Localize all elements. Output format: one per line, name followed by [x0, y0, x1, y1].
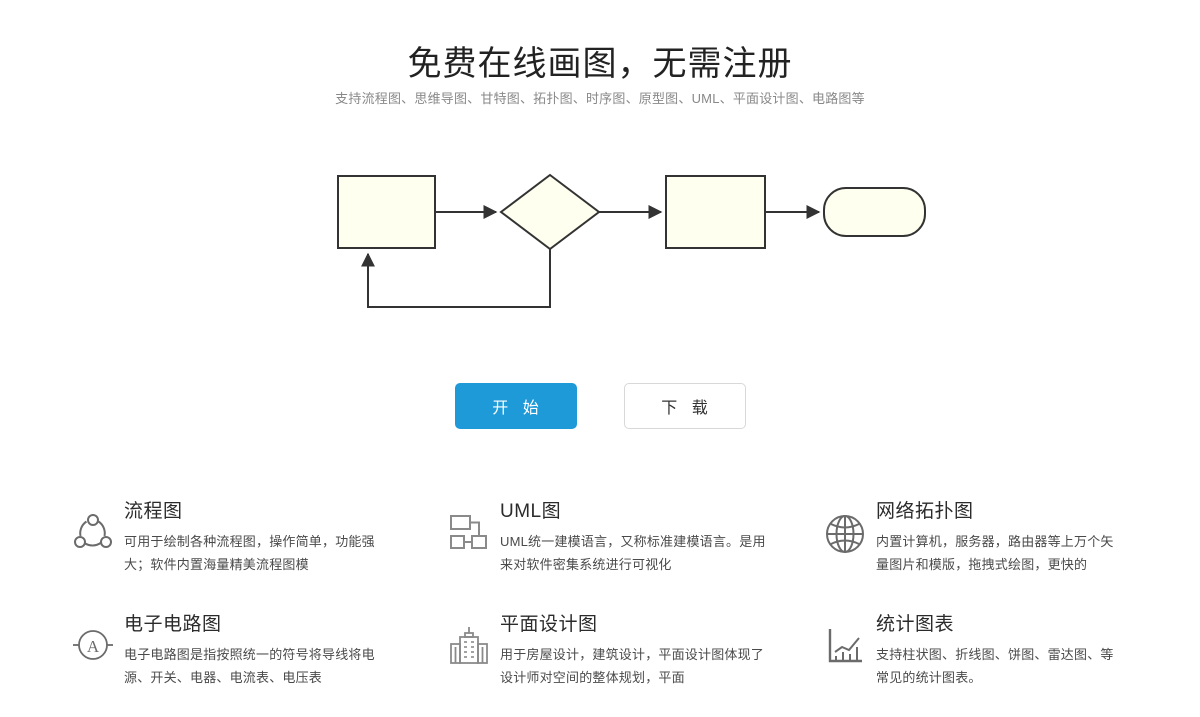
feature-title: 平面设计图 — [500, 614, 598, 635]
feature-title: UML图 — [500, 501, 562, 522]
feature-description: 用于房屋设计，建筑设计，平面设计图体现了设计师对空间的整体规划，平面 — [500, 647, 765, 685]
flow-node-process-1 — [337, 175, 436, 249]
feature-description: 可用于绘制各种流程图，操作简单，功能强大；软件内置海量精美流程图模 — [124, 534, 375, 572]
feature-title: 流程图 — [124, 501, 183, 522]
feature-description: 内置计算机，服务器，路由器等上万个矢量图片和模版，拖拽式绘图，更快的 — [876, 534, 1114, 572]
feature-title: 电子电路图 — [124, 614, 222, 635]
flowchart-illustration — [300, 155, 960, 335]
feature-title: 统计图表 — [876, 614, 955, 635]
feature-card-flowchart[interactable]: 流程图 可用于绘制各种流程图，操作简单，功能强大；软件内置海量精美流程图模 — [62, 498, 438, 611]
flow-node-process-2 — [665, 175, 766, 249]
buildings-icon — [438, 611, 500, 667]
feature-card-statistics[interactable]: 统计图表 支持柱状图、折线图、饼图、雷达图、等常见的统计图表。 — [814, 611, 1148, 717]
flowchart-nodes-icon — [62, 498, 124, 554]
action-buttons: 开 始 下 载 — [0, 383, 1200, 429]
flow-node-terminator — [823, 187, 926, 237]
download-button[interactable]: 下 载 — [623, 383, 746, 429]
globe-icon — [814, 498, 876, 556]
feature-title: 网络拓扑图 — [876, 501, 974, 522]
flow-edge-loopback — [361, 249, 551, 308]
feature-description: UML统一建模语言，又称标准建模语言。是用来对软件密集系统进行可视化 — [500, 534, 766, 572]
svg-text:A: A — [87, 637, 100, 656]
feature-grid: 流程图 可用于绘制各种流程图，操作简单，功能强大；软件内置海量精美流程图模 UM… — [62, 498, 1148, 717]
page-subtitle: 支持流程图、思维导图、甘特图、拓扑图、时序图、原型图、UML、平面设计图、电路图… — [335, 91, 865, 106]
feature-card-circuit[interactable]: A 电子电路图 电子电路图是指按照统一的符号将导线将电源、开关、电器、电流表、电… — [62, 611, 438, 717]
start-button[interactable]: 开 始 — [454, 383, 577, 429]
feature-card-network-topology[interactable]: 网络拓扑图 内置计算机，服务器，路由器等上万个矢量图片和模版，拖拽式绘图，更快的 — [814, 498, 1148, 611]
ammeter-icon: A — [62, 611, 124, 665]
flow-node-decision — [499, 173, 601, 251]
page-title: 免费在线画图，无需注册 — [407, 44, 793, 83]
feature-description: 支持柱状图、折线图、饼图、雷达图、等常见的统计图表。 — [876, 647, 1114, 685]
feature-card-uml[interactable]: UML图 UML统一建模语言，又称标准建模语言。是用来对软件密集系统进行可视化 — [438, 498, 814, 611]
feature-description: 电子电路图是指按照统一的符号将导线将电源、开关、电器、电流表、电压表 — [124, 647, 375, 685]
feature-card-floor-plan[interactable]: 平面设计图 用于房屋设计，建筑设计，平面设计图体现了设计师对空间的整体规划，平面 — [438, 611, 814, 717]
bar-chart-icon — [814, 611, 876, 667]
uml-blocks-icon — [438, 498, 500, 552]
